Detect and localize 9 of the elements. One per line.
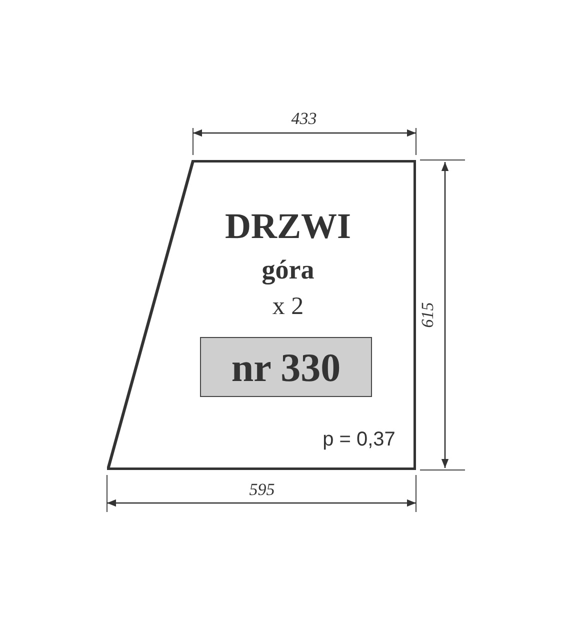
dimension-label: 615 [418, 302, 438, 328]
thickness-text: p = 0,37 [322, 428, 396, 452]
label-plate: nr 330 [200, 337, 372, 397]
glass-pane-outline [107, 160, 416, 470]
dimension-label: 433 [291, 109, 317, 129]
part-name: DRZWI [224, 205, 352, 247]
dimension-label: 595 [249, 480, 275, 500]
quantity-text: x 2 [272, 293, 304, 321]
position-text: góra [262, 254, 314, 286]
